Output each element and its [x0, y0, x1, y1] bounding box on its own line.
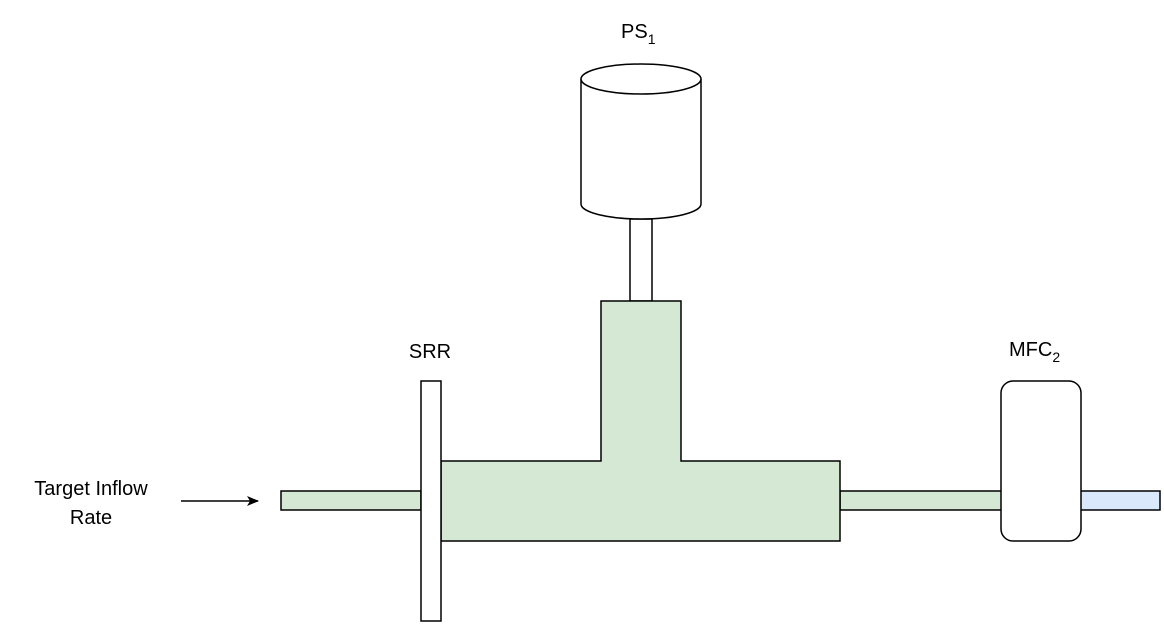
- sensor-stem: [629, 218, 653, 302]
- pressure-sensor-label: PS1: [621, 21, 656, 47]
- mfc-block: [1000, 380, 1082, 542]
- mfc-label: MFC2: [1009, 339, 1060, 365]
- exit-pipe: [1079, 490, 1161, 511]
- tee-junction: [440, 300, 841, 542]
- srr-label: SRR: [409, 341, 451, 363]
- target-inflow-label-line2: Rate: [70, 507, 112, 529]
- inlet-pipe: [280, 490, 422, 511]
- target-inflow-label-line1: Target Inflow: [34, 478, 148, 500]
- srr-plate: [420, 380, 442, 622]
- outlet-pipe: [839, 490, 1003, 511]
- pressure-sensor-cylinder: [580, 63, 702, 220]
